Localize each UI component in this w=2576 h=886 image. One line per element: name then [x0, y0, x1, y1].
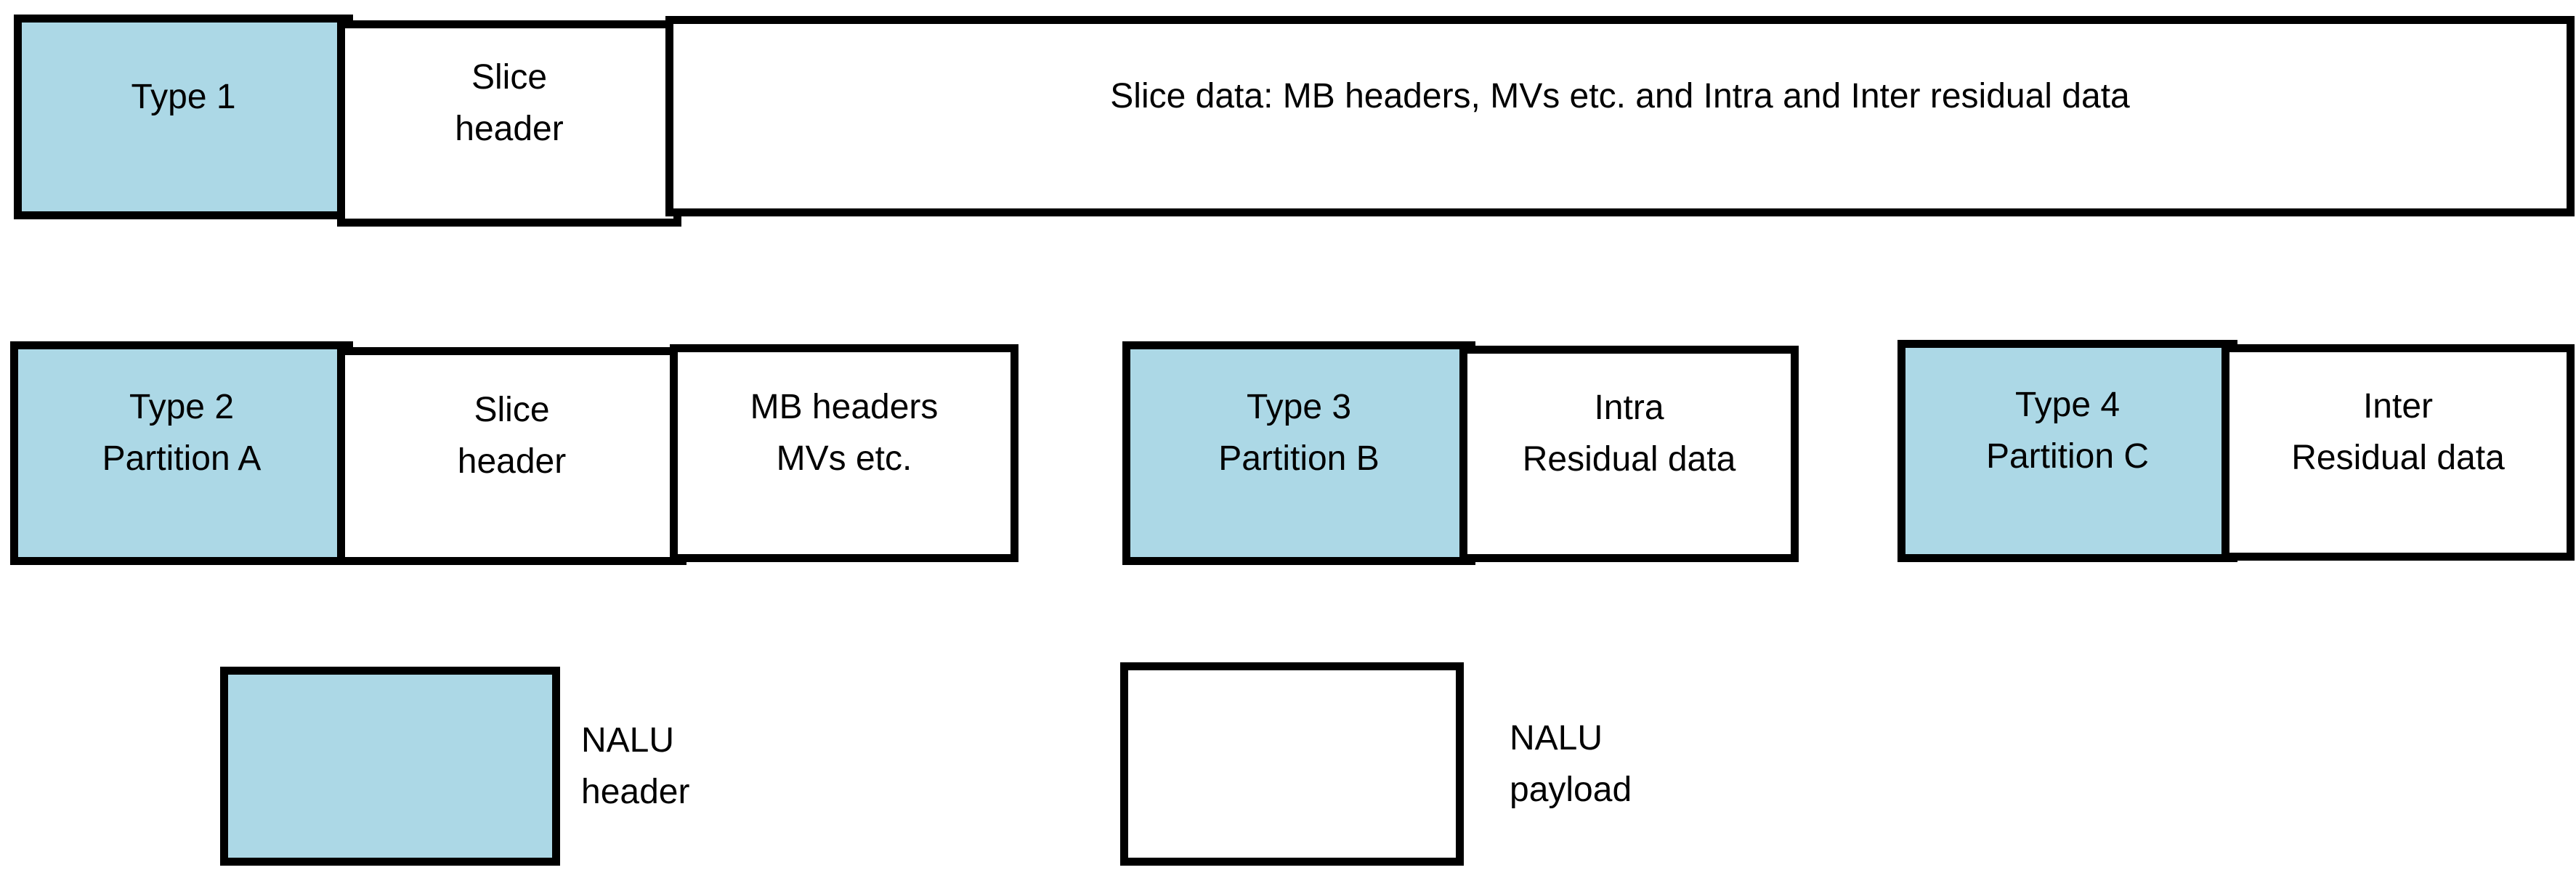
type2-label-line2: Partition A: [102, 439, 262, 478]
partition-a-slice-header-line1: Slice: [474, 391, 550, 429]
inter-residual-label-line1: Inter: [2362, 387, 2434, 426]
partition-c-inter-residual-box: Inter Residual data: [2221, 344, 2575, 561]
slice-header-box: Slice header: [337, 20, 681, 227]
slice-data-label: Slice data: MB headers, MVs etc. and Int…: [1110, 76, 2130, 115]
mb-headers-label-line1: MB headers: [750, 388, 939, 426]
legend-nalu-payload-line2: payload: [1510, 771, 1632, 809]
nalu-type1-header-box: Type 1: [14, 15, 353, 219]
type3-label-line2: Partition B: [1218, 439, 1380, 478]
type3-label-line1: Type 3: [1246, 388, 1352, 426]
legend-nalu-payload-label: NALU payload: [1510, 662, 1873, 866]
intra-residual-label-line1: Intra: [1594, 389, 1664, 427]
partition-a-slice-header-box: Slice header: [337, 347, 686, 565]
nalu-type3-partition-b-header-box: Type 3 Partition B: [1122, 341, 1475, 565]
type2-label-line1: Type 2: [129, 388, 235, 426]
legend-nalu-payload-line1: NALU: [1510, 719, 1603, 757]
intra-residual-label-line2: Residual data: [1522, 440, 1736, 479]
slice-data-box: Slice data: MB headers, MVs etc. and Int…: [665, 16, 2575, 216]
nalu-type1-label: Type 1: [131, 77, 236, 116]
partition-b-intra-residual-box: Intra Residual data: [1459, 346, 1799, 562]
partition-a-mb-headers-box: MB headers MVs etc.: [670, 344, 1018, 562]
legend-nalu-header-line2: header: [581, 773, 690, 811]
mb-headers-label-line2: MVs etc.: [776, 439, 912, 478]
partition-a-slice-header-line2: header: [457, 442, 567, 481]
type4-label-line1: Type 4: [2014, 386, 2121, 424]
slice-header-label-line2: header: [455, 110, 564, 148]
slice-header-label-line1: Slice: [471, 58, 548, 97]
type4-label-line2: Partition C: [1985, 437, 2150, 476]
legend-nalu-header-swatch: [220, 667, 560, 866]
nalu-type4-partition-c-header-box: Type 4 Partition C: [1897, 340, 2237, 562]
legend-nalu-payload-swatch: [1120, 662, 1464, 866]
legend-nalu-header-label: NALU header: [581, 667, 944, 866]
inter-residual-label-line2: Residual data: [2291, 439, 2505, 477]
nalu-type2-partition-a-header-box: Type 2 Partition A: [10, 341, 353, 565]
legend-nalu-header-line1: NALU: [581, 721, 675, 760]
